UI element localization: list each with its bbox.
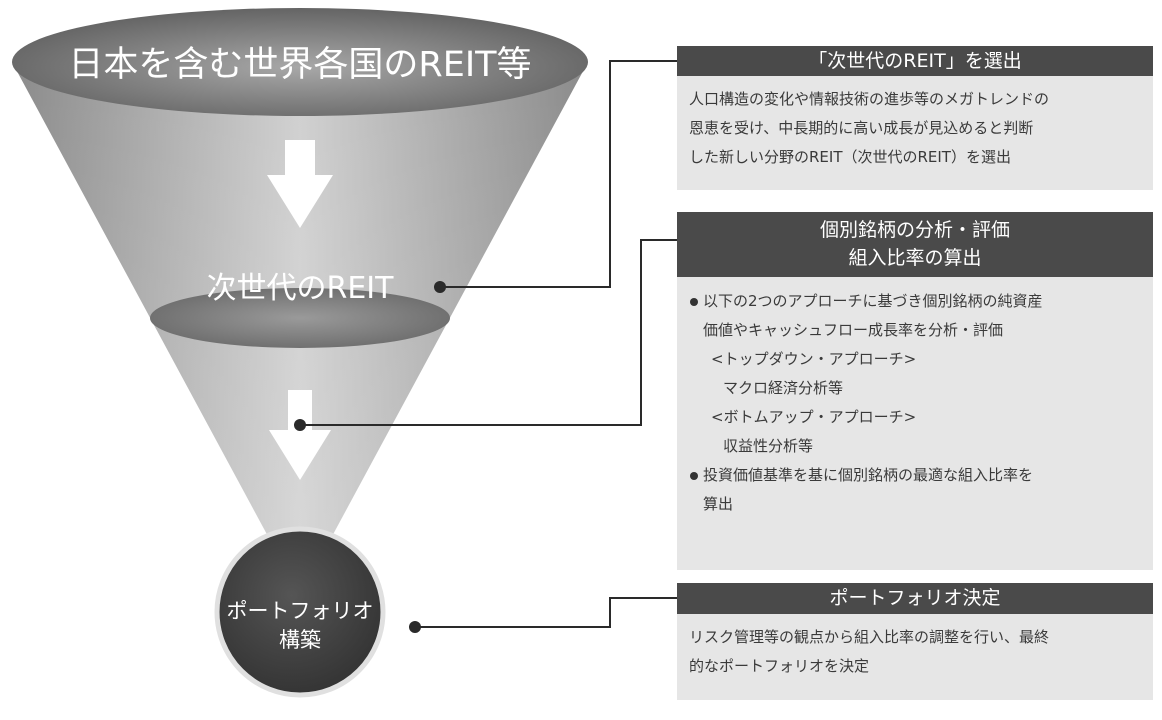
portfolio-panel: ポートフォリオ決定 リスク管理等の観点から組入比率の調整を行い、最終 的なポート… bbox=[677, 583, 1153, 700]
circle-label-line: ポートフォリオ bbox=[226, 599, 374, 623]
circle-label: ポートフォリオ 構築 bbox=[205, 597, 395, 655]
panel-text-line: 的なポートフォリオを決定 bbox=[689, 657, 870, 675]
topdown-item: マクロ経済分析等 bbox=[723, 379, 844, 397]
connector-line bbox=[415, 597, 677, 628]
selection-panel: 「次世代のREIT」を選出 人口構造の変化や情報技術の進歩等のメガトレンドの 恩… bbox=[677, 46, 1153, 190]
bullet-item: 投資価値基準を基に個別銘柄の最適な組入比率を bbox=[689, 461, 1143, 490]
portfolio-panel-header: ポートフォリオ決定 bbox=[677, 583, 1153, 614]
selection-panel-header: 「次世代のREIT」を選出 bbox=[677, 46, 1153, 76]
bullet-item-continuation: 価値やキャッシュフロー成長率を分析・評価 bbox=[703, 321, 1004, 339]
bottomup-item: 収益性分析等 bbox=[723, 437, 814, 455]
panel-text-line: した新しい分野のREIT（次世代のREIT）を選出 bbox=[689, 148, 1011, 166]
funnel-top-ellipse bbox=[12, 8, 588, 116]
portfolio-panel-body: リスク管理等の観点から組入比率の調整を行い、最終 的なポートフォリオを決定 bbox=[677, 614, 1153, 700]
panel-text-line: 恩恵を受け、中長期的に高い成長が見込めると判断 bbox=[689, 119, 1034, 137]
connector-dot bbox=[434, 281, 446, 293]
panel-header-line: 個別銘柄の分析・評価 bbox=[819, 219, 1010, 241]
connector-dot bbox=[409, 621, 421, 633]
circle-label-line: 構築 bbox=[279, 628, 321, 652]
connector-line bbox=[300, 239, 677, 426]
funnel-mid-ellipse bbox=[150, 288, 450, 348]
bullet-item: 以下の2つのアプローチに基づき個別銘柄の純資産 bbox=[689, 287, 1143, 316]
down-arrow-icon bbox=[267, 140, 333, 228]
bottomup-title: <ボトムアップ・アプローチ> bbox=[711, 408, 917, 426]
panel-text-line: リスク管理等の観点から組入比率の調整を行い、最終 bbox=[689, 628, 1050, 646]
connector-line bbox=[440, 60, 677, 288]
analysis-panel-body: 以下の2つのアプローチに基づき個別銘柄の純資産 価値やキャッシュフロー成長率を分… bbox=[677, 277, 1153, 570]
portfolio-circle bbox=[214, 526, 386, 698]
analysis-panel: 個別銘柄の分析・評価 組入比率の算出 以下の2つのアプローチに基づき個別銘柄の純… bbox=[677, 212, 1153, 570]
selection-panel-body: 人口構造の変化や情報技術の進歩等のメガトレンドの 恩恵を受け、中長期的に高い成長… bbox=[677, 76, 1153, 190]
bullet-item-continuation: 算出 bbox=[703, 495, 734, 513]
funnel-top-label: 日本を含む世界各国のREIT等 bbox=[68, 45, 532, 85]
panel-header-line: 組入比率の算出 bbox=[848, 247, 982, 269]
funnel-middle-label: 次世代のREIT bbox=[206, 271, 394, 306]
topdown-title: <トップダウン・アプローチ> bbox=[711, 350, 917, 368]
connector-dot bbox=[294, 419, 306, 431]
down-arrow-icon bbox=[269, 390, 331, 480]
panel-text-line: 人口構造の変化や情報技術の進歩等のメガトレンドの bbox=[689, 90, 1050, 108]
analysis-panel-header: 個別銘柄の分析・評価 組入比率の算出 bbox=[677, 212, 1153, 277]
